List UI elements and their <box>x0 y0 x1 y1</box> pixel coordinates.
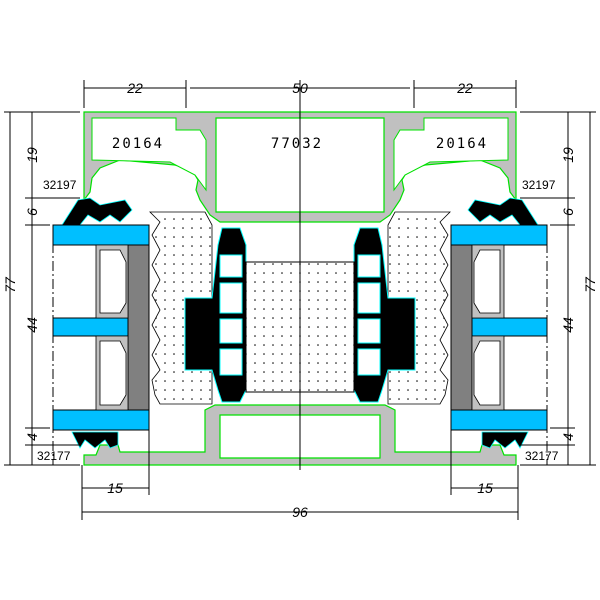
dim-left-77: 77 <box>2 276 18 293</box>
profile-code-center: 77032 <box>271 136 323 152</box>
dim-left-44: 44 <box>24 317 40 333</box>
gasket-code-top-right: 32197 <box>522 178 556 192</box>
dim-bottom-right-15: 15 <box>477 480 493 496</box>
gasket-code-top-left: 32197 <box>43 178 77 192</box>
dim-right-44: 44 <box>560 317 576 333</box>
profile-code-right: 20164 <box>436 136 488 152</box>
dim-right-6: 6 <box>560 208 576 216</box>
dim-left-4: 4 <box>24 433 40 441</box>
gasket-code-bottom-left: 32177 <box>37 449 71 463</box>
dim-top-right: 22 <box>456 80 473 96</box>
dim-bottom-left-15: 15 <box>107 480 123 496</box>
dim-right-77: 77 <box>582 276 598 293</box>
gasket-code-bottom-right: 32177 <box>525 449 559 463</box>
dim-left-6: 6 <box>24 208 40 216</box>
dim-top-center: 50 <box>292 80 308 96</box>
dim-top-left: 22 <box>126 80 143 96</box>
profile-code-left: 20164 <box>112 136 164 152</box>
dim-right-4: 4 <box>560 433 576 441</box>
dim-right-19: 19 <box>560 147 576 163</box>
dim-left-19: 19 <box>24 147 40 163</box>
dim-overall-width: 96 <box>292 504 308 520</box>
